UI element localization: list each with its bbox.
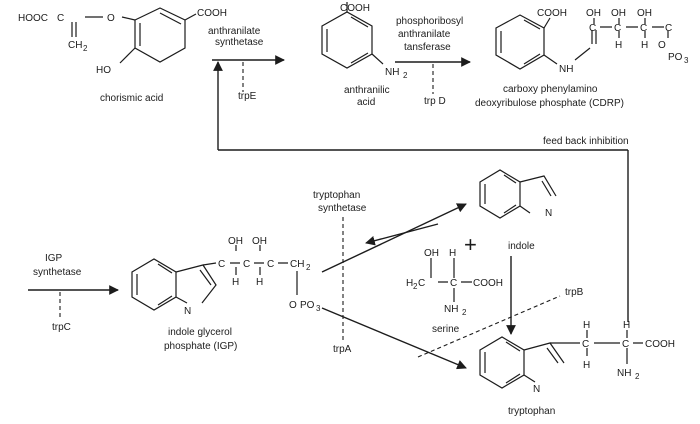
prt-line2: anthranilate <box>398 29 451 40</box>
tryptophan-h-1: H <box>583 320 590 331</box>
igp-ch2: CH <box>290 259 304 270</box>
cdrp-c-1: C <box>589 23 596 34</box>
anthranilic-nh2-subscript: 2 <box>403 71 408 80</box>
anthranilic-nh2: NH <box>385 67 399 78</box>
tryptophan-h-3: H <box>583 360 590 371</box>
igp-synthetase-line2: synthetase <box>33 267 82 278</box>
trpD-gene-label: trp D <box>424 96 446 107</box>
cdrp-po3: PO <box>668 52 683 63</box>
trpB-gene-label: trpB <box>565 287 584 298</box>
igp-oh-1: OH <box>228 236 243 247</box>
cdrp-nh: NH <box>559 64 573 75</box>
indole-structure: N <box>479 169 557 219</box>
indole-label: indole <box>508 241 535 252</box>
cdrp-c-3: C <box>640 23 647 34</box>
igp-n: N <box>184 306 191 317</box>
chorismic-ether-o: O <box>107 13 115 24</box>
igp-structure: OH OH C C C CH 2 H H N O PO 3 <box>131 236 321 317</box>
serine-nh2: NH <box>444 304 458 315</box>
anthranilate-synthetase-line1: anthranilate <box>208 26 261 37</box>
anthranilic-acid-structure: COOH NH 2 <box>321 2 408 80</box>
chorismic-hooc: HOOC <box>18 13 48 24</box>
cdrp-label-line1: carboxy phenylamino <box>503 84 598 95</box>
tryptophan-cooh: COOH <box>645 339 675 350</box>
tryptophan-c-2: C <box>622 339 629 350</box>
anthranilic-acid-label-line2: acid <box>357 97 375 108</box>
tryptophan-h-2: H <box>623 320 630 331</box>
igp-po3: PO <box>300 300 315 311</box>
cdrp-c-4: C <box>665 23 672 34</box>
tryptophan-label: tryptophan <box>508 406 555 417</box>
trpA-gene-label: trpA <box>333 344 352 355</box>
trpB-dashed-line <box>417 295 561 358</box>
tryptophan-nh2-subscript: 2 <box>635 372 640 381</box>
trpE-gene-label: trpE <box>238 91 257 102</box>
igp-h-2: H <box>256 277 263 288</box>
feedback-inhibition-path <box>213 61 629 322</box>
trpC-gene-label: trpC <box>52 322 71 333</box>
serine-structure: OH H H 2 C C COOH NH 2 <box>406 248 503 317</box>
igp-to-tryptophan-arrow <box>321 307 467 370</box>
serine-h2c: H <box>406 278 413 289</box>
anthranilic-cooh: COOH <box>340 3 370 14</box>
serine-h2c-subscript: 2 <box>413 282 418 291</box>
chorismic-acid-structure: HOOC C O CH 2 COOH HO <box>18 7 227 76</box>
igp-to-indole-arrow <box>321 203 467 273</box>
serine-nh2-subscript: 2 <box>462 308 467 317</box>
igp-o: O <box>289 300 297 311</box>
indole-to-igp-arrow <box>365 223 439 246</box>
igp-synthetase-line1: IGP <box>45 253 63 264</box>
cdrp-h-2: H <box>641 40 648 51</box>
igp-label-line2: phosphate (IGP) <box>164 341 237 352</box>
indole-n: N <box>545 208 552 219</box>
serine-c: C <box>450 278 457 289</box>
serine-h2c-c: C <box>418 278 425 289</box>
anthranilic-acid-label-line1: anthranilic <box>344 85 390 96</box>
tryptophan-nh2: NH <box>617 368 631 379</box>
tryptophan-synthetase-line2: synthetase <box>318 203 367 214</box>
igp-po3-subscript: 3 <box>316 304 321 313</box>
igp-c-1: C <box>218 259 225 270</box>
cdrp-cooh: COOH <box>537 8 567 19</box>
cdrp-oh-1: OH <box>586 8 601 19</box>
igp-label-line1: indole glycerol <box>168 327 232 338</box>
anthranilate-synthetase-line2: synthetase <box>215 37 264 48</box>
cdrp-o: O <box>658 40 666 51</box>
cdrp-oh-2: OH <box>611 8 626 19</box>
chorismic-ch2: CH <box>68 40 82 51</box>
cdrp-oh-3: OH <box>637 8 652 19</box>
chorismic-c-atom: C <box>57 13 64 24</box>
serine-cooh: COOH <box>473 278 503 289</box>
tryptophan-n: N <box>533 384 540 395</box>
prt-line1: phosphoribosyl <box>396 16 463 27</box>
tryptophan-structure: H H H C C COOH NH 2 N <box>479 320 675 395</box>
chorismic-acid-label: chorismic acid <box>100 93 163 104</box>
cdrp-c-2: C <box>614 23 621 34</box>
tryptophan-synthetase-line1: tryptophan <box>313 190 360 201</box>
cdrp-po3-subscript: 3 <box>684 56 689 65</box>
cdrp-label-line2: deoxyribulose phosphate (CDRP) <box>475 98 624 109</box>
prt-line3: tansferase <box>404 42 451 53</box>
plus-sign: + <box>464 232 477 257</box>
serine-oh: OH <box>424 248 439 259</box>
serine-label: serine <box>432 324 460 335</box>
cdrp-structure: COOH OH OH OH C C C C H H NH O PO 3 <box>495 8 689 75</box>
igp-h-1: H <box>232 277 239 288</box>
igp-oh-2: OH <box>252 236 267 247</box>
tryptophan-c-1: C <box>582 339 589 350</box>
chorismic-ch2-subscript: 2 <box>83 44 88 53</box>
igp-c-2: C <box>243 259 250 270</box>
feedback-inhibition-label: feed back inhibition <box>543 136 629 147</box>
cdrp-h-1: H <box>615 40 622 51</box>
igp-c-3: C <box>267 259 274 270</box>
chorismic-ho: HO <box>96 65 111 76</box>
chorismic-cooh: COOH <box>197 8 227 19</box>
igp-ch2-subscript: 2 <box>306 263 311 272</box>
serine-h: H <box>449 248 456 259</box>
